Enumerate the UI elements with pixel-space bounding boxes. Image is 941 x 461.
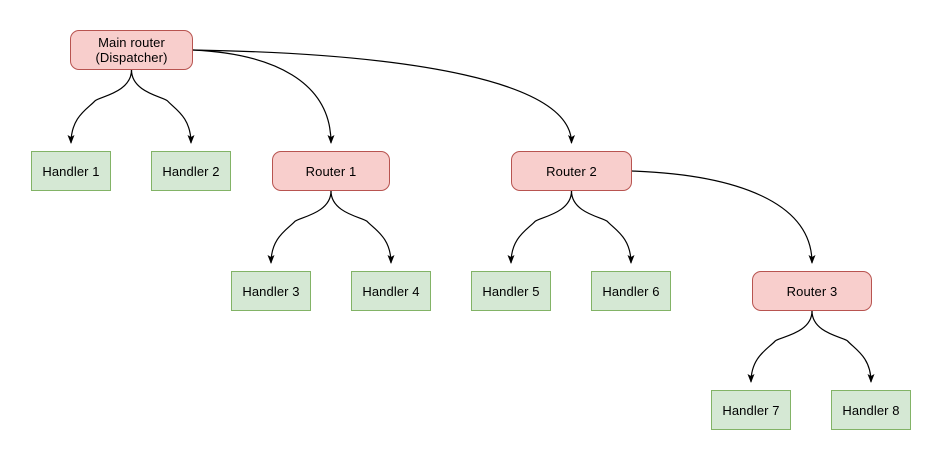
edge-main-router-to-handler-1 [67,69,133,144]
node-label-handler-4: Handler 4 [362,283,420,299]
node-label-handler-6: Handler 6 [602,283,660,299]
node-handler-5[interactable]: Handler 5 [471,271,551,311]
node-handler-7[interactable]: Handler 7 [711,390,791,430]
edge-main-router-to-router-1 [192,49,335,144]
edge-router-3-to-handler-7 [747,310,813,383]
node-label-handler-1: Handler 1 [42,163,100,179]
node-label-handler-2: Handler 2 [162,163,220,179]
node-label-handler-8: Handler 8 [842,402,900,418]
edge-router-2-to-router-3 [631,170,816,264]
edge-main-router-to-router-2 [192,49,575,144]
node-main-router[interactable]: Main router (Dispatcher) [70,30,193,70]
node-label-handler-7: Handler 7 [722,402,780,418]
node-handler-2[interactable]: Handler 2 [151,151,231,191]
node-label-handler-3: Handler 3 [242,283,300,299]
edge-router-2-to-handler-5 [507,190,573,264]
node-label-main-router: Main router (Dispatcher) [95,35,168,65]
node-label-router-3: Router 3 [786,283,838,299]
node-handler-1[interactable]: Handler 1 [31,151,111,191]
node-router-3[interactable]: Router 3 [752,271,872,311]
node-label-handler-5: Handler 5 [482,283,540,299]
node-handler-6[interactable]: Handler 6 [591,271,671,311]
node-label-router-2: Router 2 [546,163,597,179]
node-handler-3[interactable]: Handler 3 [231,271,311,311]
edge-router-1-to-handler-4 [330,190,395,264]
node-handler-8[interactable]: Handler 8 [831,390,911,430]
edge-router-3-to-handler-8 [811,310,875,383]
node-label-router-1: Router 1 [305,163,357,179]
edge-router-2-to-handler-6 [570,190,635,264]
node-router-1[interactable]: Router 1 [272,151,390,191]
edge-router-1-to-handler-3 [267,190,332,264]
node-router-2[interactable]: Router 2 [511,151,632,191]
node-handler-4[interactable]: Handler 4 [351,271,431,311]
edge-main-router-to-handler-2 [130,69,195,144]
